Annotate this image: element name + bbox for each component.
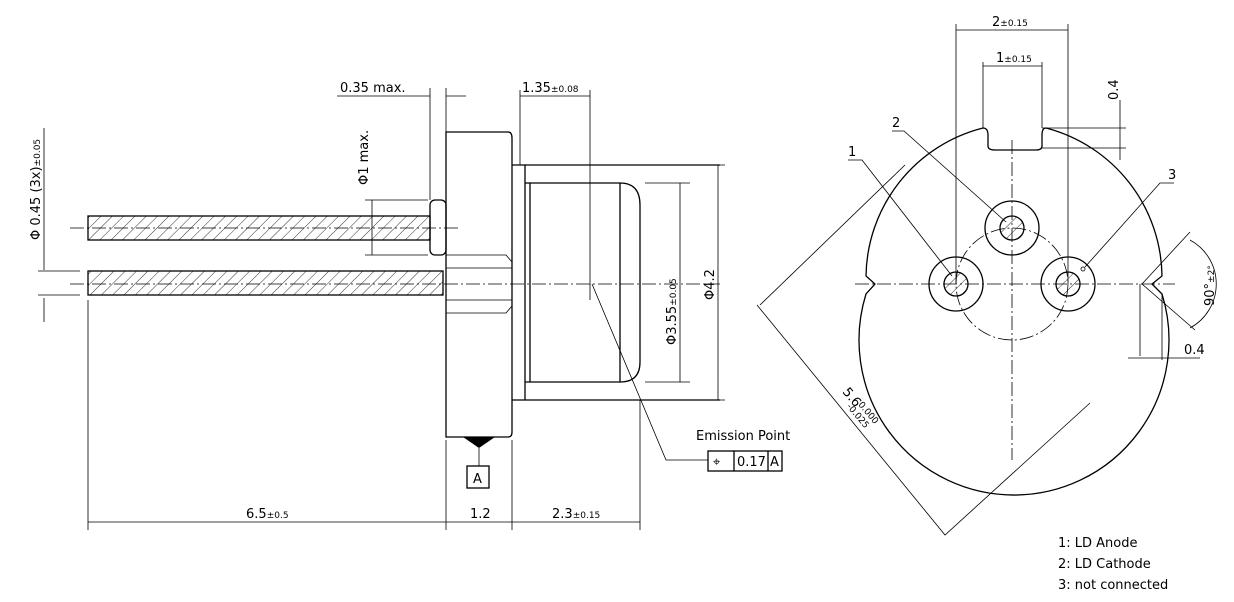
datum-triangle bbox=[463, 437, 495, 448]
pin-label-1: 1 bbox=[848, 145, 856, 160]
notch-angle-dim: 90°±2° bbox=[1203, 265, 1218, 306]
notch-depth-top-dim: 0.4 bbox=[1107, 79, 1122, 100]
pin-spacing-inner-dim: 1±0.15 bbox=[996, 51, 1032, 66]
collar-gap-dim: 0.35 max. bbox=[340, 81, 406, 96]
pin-collar bbox=[429, 199, 447, 256]
legend-item: 1: LD Anode bbox=[1058, 536, 1138, 551]
notch-depth-side-dim: 0.4 bbox=[1184, 343, 1205, 358]
datum-box bbox=[466, 465, 490, 489]
position-tolerance-frame: ⌖ 0.17 A bbox=[707, 450, 783, 472]
pin-legend: 1: LD Anode 2: LD Cathode 3: not connect… bbox=[1058, 536, 1168, 593]
flange-thickness-dim: 1.2 bbox=[470, 507, 491, 522]
svg-text:A: A bbox=[770, 455, 779, 470]
pin-label-2: 2 bbox=[892, 116, 900, 131]
datum-label: A bbox=[473, 472, 482, 487]
cap-height-dim: 2.3±0.15 bbox=[552, 507, 600, 522]
window-diameter-dim: Φ3.55±0.05 bbox=[665, 278, 680, 345]
pin-length-dim: 6.5±0.5 bbox=[246, 507, 289, 522]
svg-text:0.17: 0.17 bbox=[737, 455, 766, 470]
legend-item: 2: LD Cathode bbox=[1058, 557, 1151, 572]
pin-diameter-dim: Φ 0.45 (3x)±0.05 bbox=[29, 139, 44, 240]
side-view: A Φ 0.45 (3x)±0.05 0.35 max. Φ1 max. 1.3… bbox=[29, 81, 790, 530]
emission-point-label: Emission Point bbox=[696, 429, 790, 444]
cap-body bbox=[525, 164, 720, 401]
cap-offset-dim: 1.35±0.08 bbox=[522, 81, 579, 96]
cap-diameter-dim: Φ4.2 bbox=[703, 269, 718, 300]
collar-diameter-dim: Φ1 max. bbox=[357, 130, 372, 185]
header-outline bbox=[858, 127, 1170, 496]
pin-spacing-outer-dim: 2±0.15 bbox=[992, 15, 1028, 30]
svg-text:⌖: ⌖ bbox=[713, 455, 721, 470]
pin-2-ring bbox=[984, 200, 1040, 256]
cap-step bbox=[512, 164, 526, 401]
pin-label-3: 3 bbox=[1168, 168, 1176, 183]
legend-item: 3: not connected bbox=[1058, 578, 1168, 593]
pin-lower bbox=[87, 270, 444, 296]
bottom-view: 1 2 3 2±0.15 1±0.15 0.4 0.4 90°±2° 5.6 0… bbox=[756, 15, 1218, 536]
header-flange bbox=[445, 131, 513, 438]
